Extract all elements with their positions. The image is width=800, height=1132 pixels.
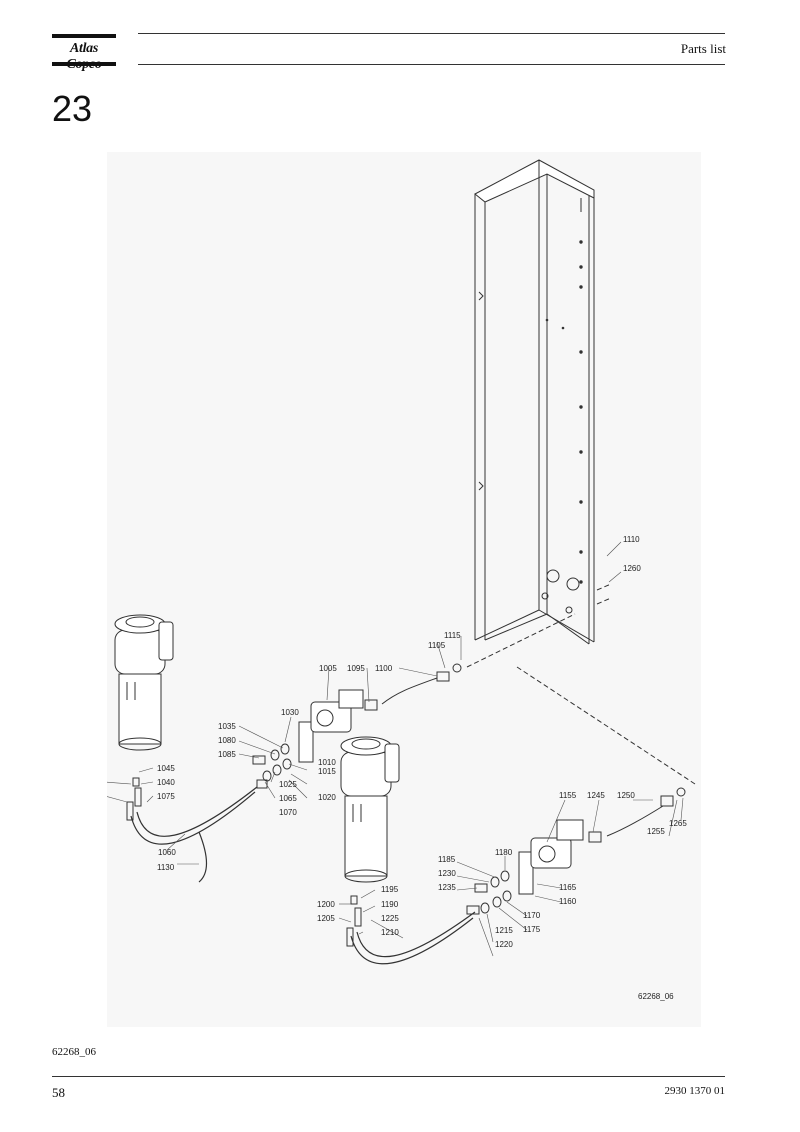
cabinet-frame-illustration — [474, 159, 595, 645]
callout-1175: 1175 — [523, 925, 541, 934]
callout-1005: 1005 — [319, 664, 337, 673]
callout-1025: 1025 — [279, 780, 297, 789]
callout-1100: 1100 — [375, 664, 393, 673]
header-title: Parts list — [680, 41, 726, 56]
callout-1210: 1210 — [381, 928, 399, 937]
callout-1035: 1035 — [218, 722, 236, 731]
callout-1165: 1165 — [559, 883, 577, 892]
document-number: 2930 1370 01 — [664, 1085, 726, 1097]
callout-1110: 1110 — [623, 535, 640, 544]
callout-1200: 1200 — [317, 900, 335, 909]
callout-1040: 1040 — [157, 778, 175, 787]
page-number: 58 — [52, 1085, 65, 1100]
callout-1130: 1130 — [157, 863, 175, 872]
callout-1075: 1075 — [157, 792, 175, 801]
callout-1060: 1060 — [158, 848, 176, 857]
left-filter-illustration — [114, 614, 174, 751]
callout-1015: 1015 — [318, 767, 336, 776]
drain-hoses-illustration — [130, 786, 476, 965]
upper-fittings-illustration — [126, 743, 292, 821]
callout-1030: 1030 — [281, 708, 299, 717]
exploded-parts-drawing: 1005 1010 1015 1020 1025 1030 1035 1040 … — [107, 152, 701, 1027]
callout-1010: 1010 — [318, 758, 336, 767]
callout-1250: 1250 — [617, 791, 635, 800]
callout-1095: 1095 — [347, 664, 365, 673]
header-rule-bottom — [138, 64, 725, 65]
callout-1065: 1065 — [279, 794, 297, 803]
callout-1115: 1115 — [444, 631, 461, 640]
callout-1190: 1190 — [381, 900, 399, 909]
callout-1220: 1220 — [495, 940, 513, 949]
footer-rule — [52, 1076, 725, 1077]
callout-1105: 1105 — [428, 641, 446, 650]
figure-reference: 62268_06 — [52, 1046, 96, 1058]
callout-1225: 1225 — [381, 914, 399, 923]
atlas-copco-logo: Atlas Copco — [52, 34, 116, 72]
callout-1020: 1020 — [318, 793, 336, 802]
callout-1155: 1155 — [559, 791, 577, 800]
callout-1215: 1215 — [495, 926, 513, 935]
callout-1085: 1085 — [218, 750, 236, 759]
logo-wordmark: Atlas Copco — [66, 41, 101, 72]
callout-1180: 1180 — [495, 848, 513, 857]
callout-1235: 1235 — [438, 883, 456, 892]
drawing-canvas: 1005 1010 1015 1020 1025 1030 1035 1040 … — [107, 159, 696, 965]
callout-1260: 1260 — [623, 564, 641, 573]
lower-fittings-illustration — [346, 870, 512, 947]
callout-1045: 1045 — [157, 764, 175, 773]
callout-1170: 1170 — [523, 911, 541, 920]
logo-bar-top — [52, 34, 116, 38]
drawing-id: 62268_06 — [638, 992, 674, 1001]
section-number: 23 — [52, 88, 93, 129]
header-rule-top — [138, 33, 725, 34]
upper-drain-valve-illustration — [298, 663, 462, 763]
callout-1195: 1195 — [381, 885, 399, 894]
callout-1265: 1265 — [669, 819, 687, 828]
lower-drain-valve-illustration — [518, 787, 686, 895]
callout-1230: 1230 — [438, 869, 456, 878]
callout-1070: 1070 — [279, 808, 297, 817]
callout-1245: 1245 — [587, 791, 605, 800]
callout-1255: 1255 — [647, 827, 665, 836]
callout-1160: 1160 — [559, 897, 577, 906]
logo-bar-bottom — [52, 62, 116, 66]
callout-1185: 1185 — [438, 855, 456, 864]
center-filter-illustration — [340, 736, 400, 883]
callout-1205: 1205 — [317, 914, 335, 923]
callout-1080: 1080 — [218, 736, 236, 745]
